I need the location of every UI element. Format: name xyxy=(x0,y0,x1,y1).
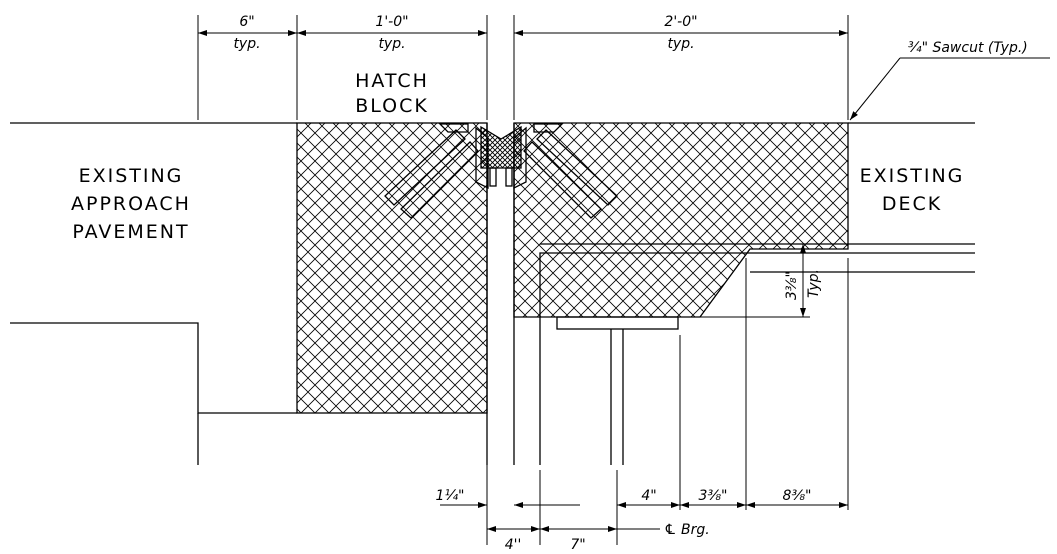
dim-6in-text: 6" xyxy=(239,14,254,30)
hatch-block-label-1: HATCH xyxy=(355,70,429,92)
dim-6in-typ-text: typ. xyxy=(233,36,260,52)
sawcut-leader xyxy=(849,57,901,121)
existing-deck-label-1: EXISTING xyxy=(860,165,965,187)
compression-seal xyxy=(480,125,522,169)
dim-1ft-typ-text: typ. xyxy=(378,36,405,52)
cl-brg-text: ℄ Brg. xyxy=(664,522,710,538)
left-header-block xyxy=(296,122,488,414)
existing-deck-label-2: DECK xyxy=(882,193,942,215)
deck-slab-bottom xyxy=(539,252,975,465)
existing-approach-label-1: EXISTING xyxy=(79,165,184,187)
seal-web-right xyxy=(505,167,513,187)
hatch-block-label-2: BLOCK xyxy=(355,95,429,117)
dim-8-8-text: 8⅜" xyxy=(783,488,812,504)
dim-2ft-typ-text: typ. xyxy=(667,36,694,52)
existing-approach-label-3: PAVEMENT xyxy=(72,221,189,243)
dim-2ft-text: 2'-0" xyxy=(664,14,697,30)
dim-3-8-vertical-text: 3⅜" xyxy=(784,271,800,300)
beam-top-flange xyxy=(556,316,679,330)
right-anchor-studs xyxy=(523,129,618,219)
seal-web-left xyxy=(489,167,497,187)
dim-4in-bottom-text: 4'' xyxy=(505,537,522,553)
dim-7in-text: 7" xyxy=(570,537,585,553)
right-armor-angle xyxy=(533,123,564,133)
dim-1-4-text: 1¼" xyxy=(436,488,465,504)
dim-1ft-text: 1'-0" xyxy=(375,14,408,30)
dim-3-8-vertical-typ-text: Typ. xyxy=(806,269,822,298)
dim-3-8-text: 3⅜" xyxy=(699,488,728,504)
left-anchor-studs xyxy=(384,129,479,219)
approach-slab-outline xyxy=(10,322,297,414)
sawcut-label: ¾" Sawcut (Typ.) xyxy=(908,40,1028,56)
dim-4in-right-text: 4" xyxy=(641,488,656,504)
left-armor-angle xyxy=(438,123,469,133)
right-seal-retainer xyxy=(513,126,527,190)
left-seal-retainer xyxy=(475,126,489,190)
existing-approach-label-2: APPROACH xyxy=(71,193,191,215)
